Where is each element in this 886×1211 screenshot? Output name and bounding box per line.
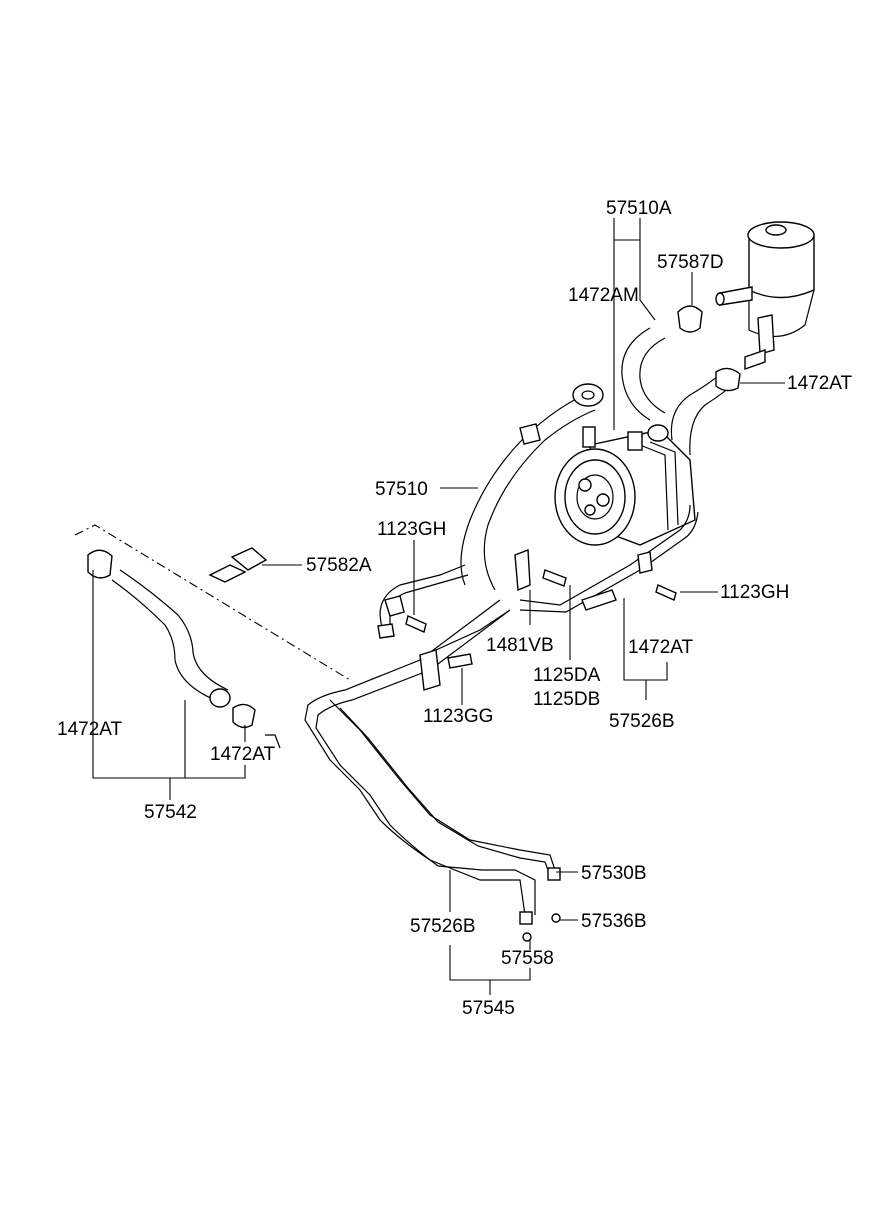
- label-1472AT-clamp: 1472AT: [210, 744, 276, 765]
- label-1123GH-left: 1123GH: [377, 519, 446, 540]
- label-57582A: 57582A: [306, 555, 372, 576]
- label-1481VB: 1481VB: [486, 635, 554, 656]
- label-57510A: 57510A: [606, 198, 672, 219]
- label-1472AT-mid: 1472AT: [628, 637, 694, 658]
- label-57587D: 57587D: [657, 252, 724, 273]
- label-57526B-upper: 57526B: [609, 711, 675, 732]
- label-1123GH-right: 1123GH: [720, 582, 789, 603]
- leader-lines: [92, 218, 785, 995]
- label-57530B: 57530B: [581, 863, 647, 884]
- label-57526B-lower: 57526B: [410, 916, 476, 937]
- label-57536B: 57536B: [581, 911, 647, 932]
- label-1125DA: 1125DA: [533, 665, 601, 686]
- label-1123GG: 1123GG: [423, 706, 493, 727]
- callout-labels: 57510A 57587D 1472AM 1472AT 57510 1123GH…: [57, 198, 853, 1019]
- reservoir: [715, 221, 815, 370]
- label-57545: 57545: [462, 998, 515, 1019]
- label-57510: 57510: [375, 479, 428, 500]
- power-steering-pump: [554, 424, 696, 546]
- label-1472AT-left: 1472AT: [57, 719, 123, 740]
- label-1472AT-top: 1472AT: [787, 373, 853, 394]
- label-57558: 57558: [501, 948, 554, 969]
- label-1125DB: 1125DB: [533, 689, 600, 710]
- label-57542: 57542: [144, 802, 197, 823]
- hoses: [74, 305, 741, 942]
- label-1472AM: 1472AM: [568, 285, 639, 306]
